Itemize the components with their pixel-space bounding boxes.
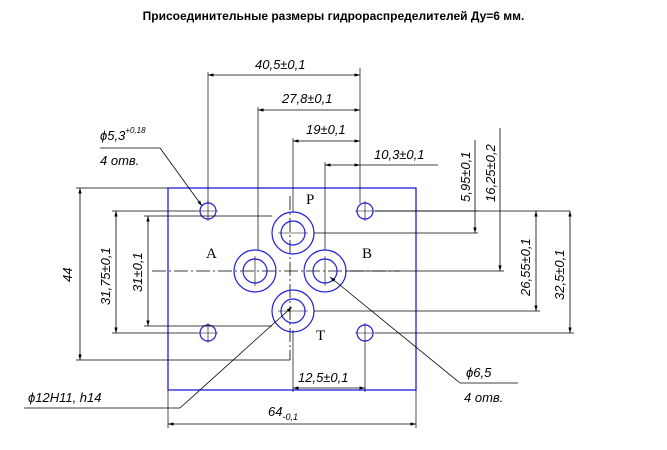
dim-12-5-text: 12,5±0,1: [298, 370, 349, 385]
dim-31: 31±0,1: [130, 215, 272, 327]
dim-64: 64-0,1: [167, 390, 417, 428]
port-label-a: A: [206, 246, 217, 262]
dim-44: 44: [60, 187, 290, 361]
dim-27-8: 27,8±0,1: [257, 91, 360, 250]
dim-31-75: 31,75±0,1: [98, 210, 198, 334]
callout-counterbore: ϕ12H11, h14: [24, 306, 293, 409]
dim-16-25: 16,25±0,2: [346, 128, 504, 272]
dim-64-text: 64-0,1: [268, 404, 298, 422]
dim-40-5-text: 40,5±0,1: [255, 57, 306, 72]
port-label-p: P: [306, 192, 314, 208]
mounting-hole-bottom-right: [355, 323, 375, 343]
dim-12-5: 12,5±0,1: [292, 330, 366, 392]
dim-32-5: 32,5±0,1: [375, 211, 574, 334]
plate-outline: [167, 187, 417, 391]
drawing-title: Присоединительные размеры гидрораспредел…: [142, 9, 525, 23]
dim-32-5-text: 32,5±0,1: [552, 249, 567, 300]
callout-hole-small-count: 4 отв.: [100, 153, 139, 168]
callout-counterbore-text: ϕ12H11, h14: [28, 390, 102, 405]
dim-16-25-text: 16,25±0,2: [483, 143, 498, 202]
callout-hole-small-text: ϕ5,3+0,18: [100, 126, 146, 143]
callout-hole-small: ϕ5,3+0,18 4 отв.: [100, 126, 203, 207]
dim-40-5: 40,5±0,1: [207, 57, 361, 203]
dim-31-text: 31±0,1: [130, 252, 145, 292]
port-label-b: B: [362, 246, 372, 262]
callout-port-hole-count: 4 отв.: [464, 390, 503, 405]
dim-31-75-text: 31,75±0,1: [98, 247, 113, 305]
callout-port-hole-text: ϕ6,5: [466, 365, 492, 380]
mounting-hole-top-right: [355, 201, 375, 221]
port-hole-t: [271, 289, 315, 333]
port-hole-p: [271, 211, 315, 255]
dim-10-3: 10,3±0,1: [324, 147, 438, 250]
dim-44-text: 44: [60, 268, 75, 282]
callout-port-hole: ϕ6,5 4 отв.: [329, 276, 518, 405]
dim-5-95-text: 5,95±0,1: [458, 151, 473, 202]
dim-26-55: 26,55±0,1: [314, 210, 570, 312]
dim-27-8-text: 27,8±0,1: [281, 91, 333, 106]
dim-19: 19±0,1: [292, 122, 360, 212]
port-label-t: T: [316, 328, 325, 344]
dim-26-55-text: 26,55±0,1: [518, 238, 533, 297]
dim-10-3-text: 10,3±0,1: [374, 147, 425, 162]
dim-19-text: 19±0,1: [306, 122, 346, 137]
port-hole-a: [233, 249, 277, 293]
